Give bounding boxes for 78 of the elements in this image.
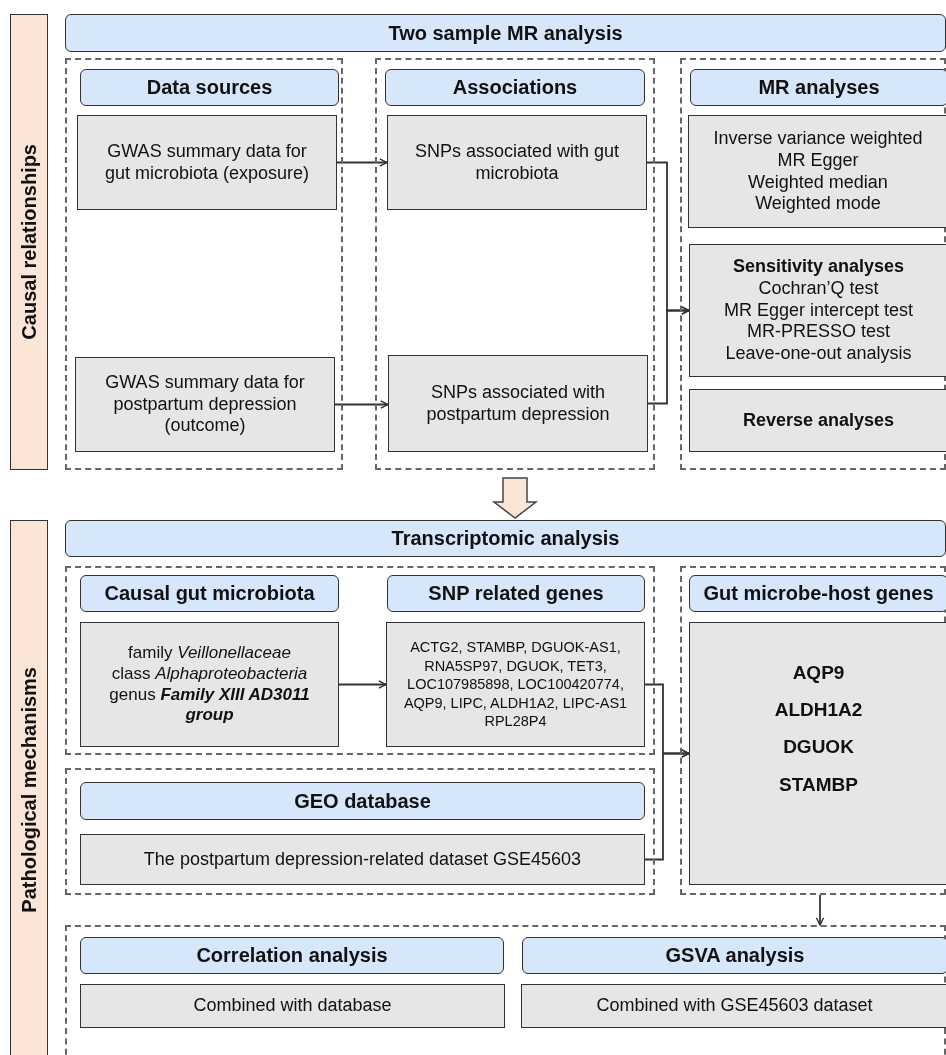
text-box <box>80 984 505 1028</box>
text-box <box>387 115 647 210</box>
header-bar <box>522 937 946 974</box>
box-text: GWAS summary data for postpartum depression (outcome) <box>104 371 306 438</box>
text-box <box>77 115 337 210</box>
header-label: Gut microbe-host genes <box>703 582 934 605</box>
box-text: Combined with database <box>193 995 392 1017</box>
box-text: genus Family XIII AD3011 group <box>108 684 311 726</box>
text-box <box>688 115 946 228</box>
arrow <box>647 306 690 405</box>
header-label: SNP related genes <box>428 582 604 605</box>
arrow <box>338 680 387 689</box>
box-text: The postpartum depression-related dataset GSE45603 <box>143 848 582 871</box>
arrow <box>815 894 825 926</box>
dashed-group <box>680 58 946 470</box>
header-label: Correlation analysis <box>196 944 388 967</box>
text-box <box>689 244 946 377</box>
header-label: Transcriptomic analysis <box>391 527 620 550</box>
box-text: Combined with GSE45603 dataset <box>596 995 873 1017</box>
header-label: Data sources <box>146 76 273 99</box>
box-text: Reverse analyses <box>742 409 895 432</box>
header-bar <box>387 575 645 612</box>
header-label: GEO database <box>294 789 431 813</box>
box-text: MR Egger intercept test <box>723 299 914 322</box>
box-text: AQP9 <box>792 661 845 685</box>
dashed-group <box>375 58 655 470</box>
header-label: GSVA analysis <box>665 944 805 967</box>
section-label: Causal relationships <box>17 144 41 340</box>
arrow <box>644 749 690 861</box>
header-label: Causal gut microbiota <box>104 582 315 605</box>
text-box <box>689 622 946 885</box>
box-text: Inverse variance weighted <box>713 127 923 150</box>
block-arrow <box>491 477 539 519</box>
text-box <box>388 355 648 452</box>
header-bar <box>80 575 339 612</box>
box-text: SNPs associated with gut microbiota <box>413 140 621 185</box>
dashed-group <box>65 58 343 470</box>
header-bar <box>65 14 946 52</box>
header-bar <box>65 520 946 557</box>
text-box <box>75 357 335 452</box>
header-bar <box>690 69 946 106</box>
header-label: Two sample MR analysis <box>388 21 623 45</box>
dashed-group <box>65 566 655 755</box>
text-box <box>386 622 645 747</box>
arrow <box>336 158 388 167</box>
text-box <box>80 622 339 747</box>
box-text: family Veillonellaceae <box>128 643 291 664</box>
box-text: MR-PRESSO test <box>747 321 890 344</box>
header-label: Associations <box>452 76 578 99</box>
header-label: MR analyses <box>758 76 880 99</box>
dashed-group <box>65 925 946 1055</box>
box-text: MR Egger <box>777 149 859 172</box>
box-text: STAMBP <box>779 772 858 796</box>
header-bar <box>80 69 339 106</box>
header-bar <box>385 69 645 106</box>
box-text: ALDH1A2 <box>774 698 863 722</box>
box-text: Weighted mode <box>755 193 881 216</box>
section-band <box>10 520 48 1055</box>
box-text: GWAS summary data for gut microbiota (exposure) <box>103 140 311 185</box>
box-text: class Alphaproteobacteria <box>111 663 308 685</box>
box-text: DGUOK <box>783 735 854 759</box>
header-bar <box>689 575 946 612</box>
dashed-group <box>65 768 655 895</box>
text-box <box>521 984 946 1028</box>
dashed-group <box>680 566 946 895</box>
header-bar <box>80 782 645 820</box>
section-band <box>10 14 48 470</box>
text-box <box>689 389 946 452</box>
arrow <box>334 400 389 409</box>
box-text: ACTG2, STAMBP, DGUOK-AS1, RNA5SP97, DGUOK, TET3, LOC107985898, LOC100420774, AQP9, LIPC, ALDH1A2, LIPC-AS1 RPL28P4 <box>402 638 629 731</box>
text-box <box>80 834 645 885</box>
box-heading: Sensitivity analyses <box>732 255 905 278</box>
box-text: Leave-one-out analysis <box>725 343 912 366</box>
box-text: Cochran’Q test <box>758 277 879 300</box>
section-label: Pathological mechanisms <box>17 667 41 913</box>
header-bar <box>80 937 504 974</box>
box-text: Weighted median <box>748 171 888 194</box>
box-text: SNPs associated with postpartum depression <box>425 381 611 426</box>
